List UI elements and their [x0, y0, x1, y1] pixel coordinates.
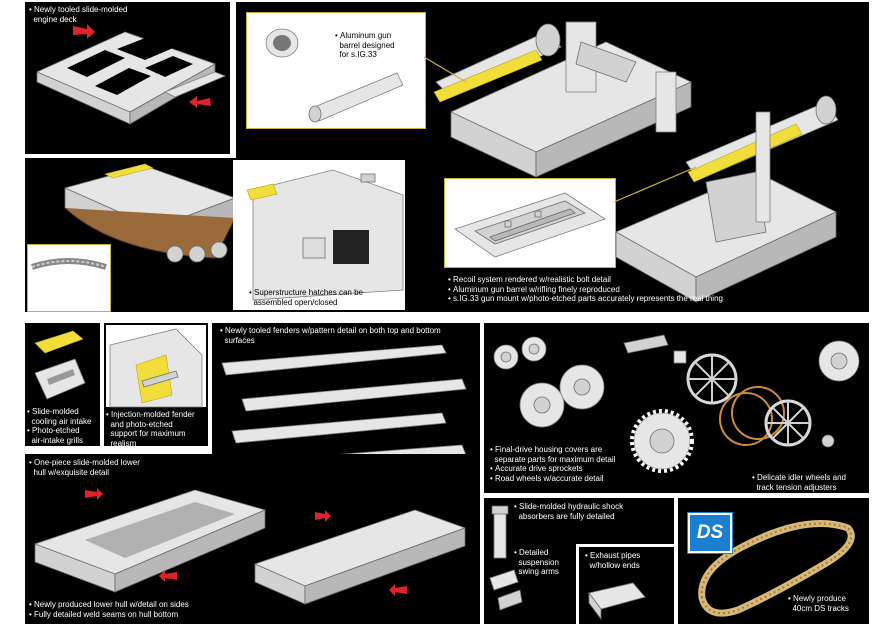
caption-line: air-intake grills [31, 435, 84, 445]
caption-fenders: Newly tooled fenders w/pattern detail on… [220, 326, 441, 345]
wheels-render [493, 334, 860, 473]
inset-exhaust: Exhaust pipes w/hollow ends [576, 544, 674, 624]
caption-engine-deck: Newly tooled slide-molded engine deck [29, 5, 127, 24]
gun-mount-render [423, 21, 839, 303]
caption-line: tow cable w/cable [33, 279, 97, 289]
caption-line: Aluminum gun barrel w/rifling finely rep… [448, 285, 723, 295]
caption-hatches: Superstructure hatches can be assembled … [249, 288, 363, 307]
air-intake-render [34, 330, 86, 400]
caption-idler: Delicate idler wheels and track tension … [752, 473, 846, 492]
panel-lower-hull: One-piece slide-molded lower hull w/exqu… [25, 454, 480, 624]
caption-line: absorbers are fully detailed [518, 511, 615, 521]
caption-exhaust: Exhaust pipes w/hollow ends [585, 551, 640, 570]
caption-gun-barrel: Aluminum gun barrel designed for s.IG.33 [335, 31, 395, 60]
inset-recoil-system [444, 178, 616, 268]
caption-line: Delicate idler wheels and [752, 473, 846, 483]
caption-line: Injection-molded fender [106, 410, 195, 420]
caption-line: Accurate drive sprockets [490, 464, 615, 474]
panel-air-intake: Slide-molded cooling air intake Photo-et… [25, 323, 100, 446]
lower-hull-render [33, 488, 467, 605]
caption-line: w/hollow ends [589, 560, 640, 570]
panel-suspension: Slide-molded hydraulic shock absorbers a… [484, 498, 674, 624]
caption-tow-cable: Injection-molded tow cable w/cable brack… [29, 270, 97, 299]
caption-line: Newly produced lower hull w/detail on si… [29, 600, 189, 610]
caption-line: cooling air intake [31, 416, 92, 426]
red-arrow-icon [189, 96, 211, 108]
caption-line: s.IG.33 gun mount w/photo-etched parts a… [448, 294, 723, 304]
superstructure-render [246, 169, 404, 301]
caption-drive: Final-drive housing covers are separate … [490, 445, 615, 483]
caption-line: Slide-molded [27, 407, 92, 417]
engine-deck-render [36, 24, 227, 125]
caption-line: engine deck [33, 14, 77, 24]
caption-line: and photo-etched [110, 419, 173, 429]
caption-line: separate parts for maximum detail [494, 454, 616, 464]
caption-line: 40cm DS tracks [792, 603, 849, 613]
caption-line: for s.IG.33 [339, 50, 377, 59]
panel-fender-support: Injection-molded fender and photo-etched… [104, 323, 208, 446]
shock-absorber-render [489, 505, 523, 611]
caption-line: Slide-molded hydraulic shock [514, 502, 623, 512]
caption-line: Detailed [514, 548, 559, 558]
caption-line: suspension [518, 557, 559, 567]
caption-line: Aluminum gun [335, 31, 395, 41]
hull-track-render [63, 163, 237, 263]
gun-barrel-render [265, 28, 404, 123]
caption-line: Road wheels w/accurate detail [490, 474, 615, 484]
red-arrow-icon [159, 570, 177, 582]
caption-suspension: Detailed suspension swing arms [514, 548, 559, 577]
caption-line: bracket included [33, 289, 92, 298]
caption-fender-support: Injection-molded fender and photo-etched… [106, 410, 195, 447]
caption-line: swing arms [518, 567, 559, 576]
caption-line: Exhaust pipes [585, 551, 640, 561]
panel-tow-cable-hatches: Injection-molded tow cable w/cable brack… [25, 158, 407, 312]
panel-wheels: Final-drive housing covers are separate … [484, 323, 869, 493]
caption-line: Newly tooled slide-molded [29, 5, 127, 15]
caption-lower-hull-top: One-piece slide-molded lower hull w/exqu… [29, 458, 140, 477]
red-arrow-icon [73, 24, 95, 39]
red-arrow-icon [315, 510, 331, 522]
caption-line: Final-drive housing covers are [490, 445, 615, 455]
recoil-render [454, 192, 606, 258]
inset-gun-barrel: Aluminum gun barrel designed for s.IG.33 [246, 12, 426, 129]
caption-line: realism [110, 438, 137, 447]
caption-tracks: Newly produce 40cm DS tracks [788, 594, 849, 613]
tow-cable-icon [31, 258, 107, 270]
caption-line: Photo-etched [27, 426, 92, 436]
caption-line: Newly produce [788, 594, 849, 604]
caption-line: One-piece slide-molded lower [29, 458, 140, 468]
caption-line: Superstructure hatches can be [249, 288, 363, 298]
ds-track-render [698, 520, 855, 617]
caption-line: support for maximum [110, 429, 186, 438]
caption-line: barrel designed [339, 40, 395, 50]
inset-fender-support [106, 325, 206, 408]
caption-air-intake: Slide-molded cooling air intake Photo-et… [27, 407, 92, 445]
red-arrow-icon [389, 584, 407, 596]
caption-line: Injection-molded [29, 270, 97, 280]
caption-line: Fully detailed weld seams on hull bottom [29, 610, 189, 620]
caption-line: Newly tooled fenders w/pattern detail on… [220, 326, 441, 336]
ds-logo: DS [687, 512, 733, 554]
caption-line: Recoil system rendered w/realistic bolt … [448, 275, 723, 285]
caption-line: track tension adjusters [756, 482, 837, 492]
caption-recoil: Recoil system rendered w/realistic bolt … [448, 275, 723, 304]
red-arrow-icon [85, 488, 103, 500]
exhaust-pipe-render [588, 582, 646, 621]
caption-line: assembled open/closed [253, 297, 338, 307]
caption-lower-hull-bottom: Newly produced lower hull w/detail on si… [29, 600, 189, 619]
caption-shock: Slide-molded hydraulic shock absorbers a… [514, 502, 623, 521]
panel-engine-deck: Newly tooled slide-molded engine deck [25, 2, 230, 154]
inset-hatches: Superstructure hatches can be assembled … [233, 160, 405, 310]
caption-line: hull w/exquisite detail [33, 467, 110, 477]
caption-line: surfaces [224, 335, 255, 345]
fender-support-render [109, 328, 203, 408]
